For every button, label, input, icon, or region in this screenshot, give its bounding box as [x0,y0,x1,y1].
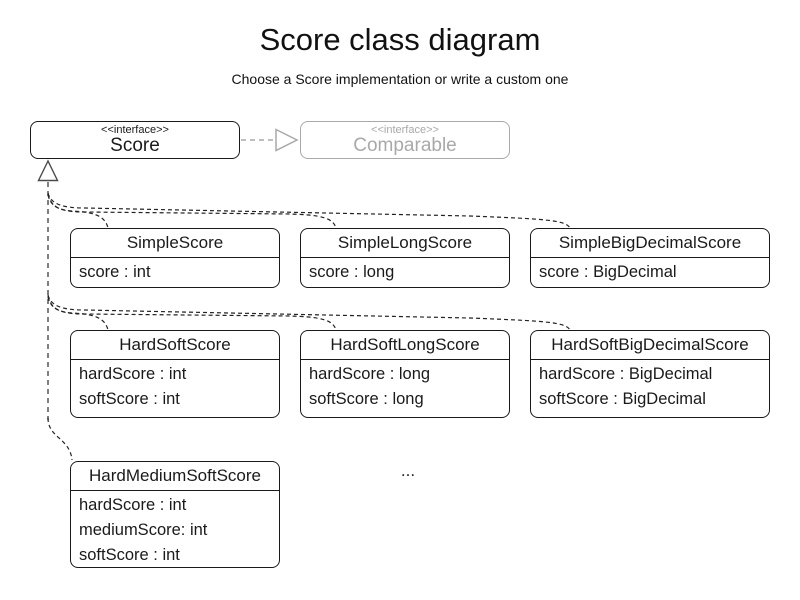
page-subtitle: Choose a Score implementation or write a… [231,71,569,87]
class-attributes: score : BigDecimal [531,258,769,287]
realization-edge-simplebigdecimalscore [47,192,571,229]
class-attribute: softScore : int [79,390,180,408]
class-attribute: softScore : BigDecimal [539,390,706,408]
class-box-hardsoftlongscore: HardSoftLongScore hardScore : long softS… [300,330,510,418]
realization-edge-hardsoftscore [47,295,109,331]
class-attribute: hardScore : BigDecimal [539,365,713,383]
realization-edge-simplescore [47,193,109,229]
stereotype-label: <<interface>> [371,124,439,136]
hollow-triangle-right-icon [275,128,299,152]
stereotype-label: <<interface>> [101,124,169,136]
class-box-simplelongscore: SimpleLongScore score : long [300,228,510,288]
class-attributes: score : long [301,258,509,287]
class-attributes: hardScore : long softScore : long [301,360,509,416]
class-attribute: hardScore : int [79,496,187,514]
class-attribute: hardScore : int [79,365,187,383]
interface-box-comparable: <<interface>> Comparable [300,121,510,159]
class-name: HardSoftScore [71,331,279,360]
interface-name: Score [110,135,160,156]
class-name: SimpleBigDecimalScore [531,229,769,258]
realization-edge-hardmediumsoftscore [47,417,73,461]
class-box-hardsoftbigdecimalscore: HardSoftBigDecimalScore hardScore : BigD… [530,330,770,418]
class-name: HardSoftBigDecimalScore [531,331,769,360]
class-name: HardMediumSoftScore [71,462,279,491]
class-name: SimpleScore [71,229,279,258]
class-attribute: score : int [79,263,151,281]
realization-edge-hardsoftlongscore [47,296,337,331]
class-attribute: softScore : int [79,546,180,564]
class-name: SimpleLongScore [301,229,509,258]
class-box-hardmediumsoftscore: HardMediumSoftScore hardScore : int medi… [70,461,280,568]
class-box-hardsoftscore: HardSoftScore hardScore : int softScore … [70,330,280,418]
class-box-simplebigdecimalscore: SimpleBigDecimalScore score : BigDecimal [530,228,770,288]
class-name: HardSoftLongScore [301,331,509,360]
class-attribute: score : long [309,263,395,281]
interface-box-score: <<interface>> Score [30,121,240,159]
class-attributes: hardScore : int mediumScore: int softSco… [71,491,279,567]
more-implementations-ellipsis: ... [400,461,416,480]
realization-edge-simplelongscore [47,194,337,229]
class-attribute: hardScore : long [309,365,431,383]
class-attribute: score : BigDecimal [539,263,677,281]
hollow-triangle-up-icon [37,159,59,182]
realization-edge-hardsoftbigdecimalscore [47,294,571,331]
class-attributes: score : int [71,258,279,287]
class-attributes: hardScore : int softScore : int [71,360,279,416]
page-title: Score class diagram [259,22,541,57]
class-box-simplescore: SimpleScore score : int [70,228,280,288]
class-attribute: softScore : long [309,390,424,408]
class-attribute: mediumScore: int [79,521,208,539]
interface-name: Comparable [353,135,457,156]
class-attributes: hardScore : BigDecimal softScore : BigDe… [531,360,769,416]
